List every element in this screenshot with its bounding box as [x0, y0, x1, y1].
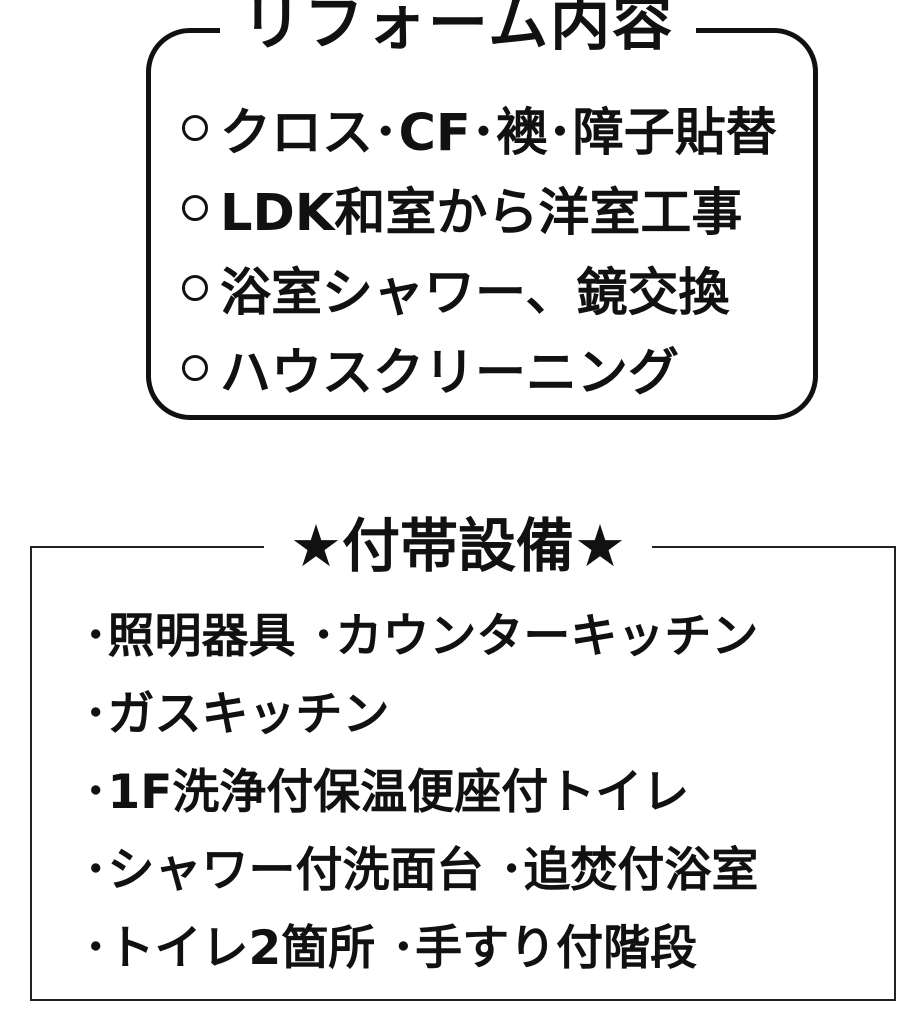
- reform-item: LDK和室から洋室工事: [182, 168, 777, 248]
- circle-bullet-icon: [182, 115, 208, 141]
- reform-item-label: LDK和室から洋室工事: [220, 184, 743, 243]
- reform-item: クロス･CF･襖･障子貼替: [182, 88, 777, 168]
- facility-item: ･トイレ2箇所 ･手すり付階段: [84, 920, 698, 976]
- reform-item-label: クロス･CF･襖･障子貼替: [220, 104, 777, 163]
- reform-item-label: ハウスクリーニング: [220, 344, 680, 403]
- reform-list: クロス･CF･襖･障子貼替 LDK和室から洋室工事 浴室シャワー、鏡交換 ハウス…: [182, 88, 777, 408]
- facility-title-wrap: ★付帯設備★: [0, 508, 916, 584]
- reform-item: ハウスクリーニング: [182, 328, 777, 408]
- circle-bullet-icon: [182, 195, 208, 221]
- reform-item-label: 浴室シャワー、鏡交換: [220, 264, 730, 323]
- facility-list: ･照明器具 ･カウンターキッチン ･ガスキッチン ･1F洗浄付保温便座付トイレ …: [84, 592, 758, 982]
- reform-item: 浴室シャワー、鏡交換: [182, 248, 777, 328]
- facility-item: ･1F洗浄付保温便座付トイレ: [84, 764, 690, 820]
- facility-item: ･照明器具 ･カウンターキッチン: [84, 608, 759, 664]
- circle-bullet-icon: [182, 275, 208, 301]
- facility-item: ･シャワー付洗面台 ･追焚付浴室: [84, 842, 759, 898]
- circle-bullet-icon: [182, 355, 208, 381]
- facility-item: ･ガスキッチン: [84, 686, 390, 742]
- facility-title: ★付帯設備★: [264, 508, 652, 584]
